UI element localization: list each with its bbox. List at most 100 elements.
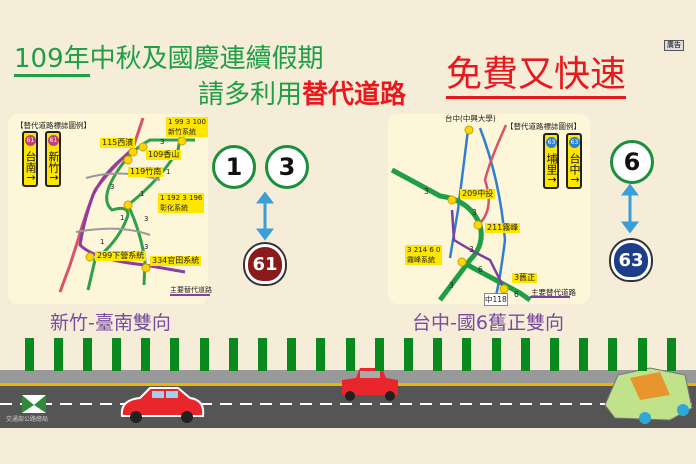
marker-3: 3 bbox=[472, 208, 477, 217]
caption-left: 新竹-臺南雙向 bbox=[50, 312, 171, 334]
fence-post bbox=[521, 338, 530, 371]
sidewalk bbox=[0, 370, 696, 383]
freeway-6-badge: 6 bbox=[610, 140, 654, 184]
route-61-icon: 61 bbox=[25, 135, 36, 146]
fence-post bbox=[229, 338, 238, 371]
caption-right: 台中-國6舊正雙向 bbox=[412, 312, 564, 334]
route-63-icon: 63 bbox=[569, 137, 580, 148]
year: 109年 bbox=[14, 44, 90, 77]
route-63-shield: 63 bbox=[611, 240, 651, 280]
label-zhong118: 中118 bbox=[484, 293, 508, 306]
red-car-middle bbox=[342, 368, 398, 401]
marker-3: 3 bbox=[469, 245, 474, 254]
marker-6: 6 bbox=[514, 290, 519, 299]
marker-1: 1 bbox=[166, 168, 171, 176]
code: 214 bbox=[413, 246, 428, 254]
fence-post bbox=[316, 338, 325, 371]
marker-1: 1 bbox=[100, 238, 105, 246]
fence-post bbox=[346, 338, 355, 371]
logo-text: 交通部公路總局 bbox=[6, 416, 49, 423]
route-63-icon: 63 bbox=[546, 137, 557, 148]
marker-3: 3 bbox=[160, 138, 165, 146]
ad-tag: 廣告 bbox=[664, 40, 684, 51]
green-car-right bbox=[604, 367, 693, 424]
sign-text: 台中↑ bbox=[568, 153, 581, 185]
code: 196 bbox=[189, 194, 203, 202]
fence-post bbox=[25, 338, 34, 371]
code: 0 bbox=[436, 246, 441, 254]
fence-post bbox=[287, 338, 296, 371]
road-3-green-right bbox=[390, 167, 484, 302]
label-211: 211霧峰 bbox=[485, 223, 521, 233]
fence-post bbox=[170, 338, 179, 371]
fence-post bbox=[404, 338, 413, 371]
code: 3 bbox=[185, 118, 191, 126]
code: 3 bbox=[182, 194, 187, 202]
marker-6: 6 bbox=[478, 265, 483, 274]
code: 3 bbox=[407, 246, 412, 254]
name: 霧峰系統 bbox=[407, 256, 435, 264]
legend-title-left: 【替代道路標誌圖例】 bbox=[16, 121, 91, 130]
label-115: 115西濱 bbox=[100, 138, 136, 148]
name: 彰化系統 bbox=[160, 204, 188, 212]
fence-post bbox=[638, 338, 647, 371]
road-63-blue bbox=[448, 129, 470, 259]
guide-sign-taichung: 63 台中↑ bbox=[566, 133, 582, 189]
guide-sign-hsinchu: 61 新竹↑ bbox=[45, 131, 61, 187]
fence-post bbox=[83, 338, 92, 371]
alt-road-text: 替代道路 bbox=[302, 80, 407, 110]
label-119: 119竹南 bbox=[128, 167, 164, 177]
fence-post bbox=[112, 338, 121, 371]
guide-sign-puli: 63 埔里↑ bbox=[543, 133, 559, 189]
label-3-jiuzheng: 3舊正 bbox=[512, 273, 538, 283]
marker-3: 3 bbox=[144, 243, 149, 251]
legend-title-right: 【替代道路標誌圖例】 bbox=[506, 122, 581, 131]
route-61-shield: 61 bbox=[245, 244, 285, 284]
sign-text: 埔里↑ bbox=[545, 153, 558, 185]
fence-post bbox=[550, 338, 559, 371]
red-car-left bbox=[120, 387, 205, 423]
code: 100 bbox=[192, 118, 206, 126]
sign-text: 台南↑ bbox=[24, 151, 37, 183]
label-299: 299下營系統 bbox=[95, 251, 147, 261]
headline-line1: 109年中秋及國慶連續假期 bbox=[14, 42, 324, 77]
sign-text: 新竹↑ bbox=[47, 151, 60, 183]
fence-post bbox=[492, 338, 501, 371]
guide-sign-tainan: 61 台南↑ bbox=[22, 131, 38, 187]
label-209: 209中投 bbox=[460, 189, 496, 199]
fence-post bbox=[433, 338, 442, 371]
logo bbox=[22, 395, 46, 413]
marker-1: 1 bbox=[140, 190, 145, 198]
fence-post bbox=[258, 338, 267, 371]
freeway-1-badge: 1 bbox=[212, 145, 256, 189]
route-61-icon: 61 bbox=[48, 135, 59, 146]
freeway-3-badge: 3 bbox=[265, 145, 309, 189]
code: 1 bbox=[160, 194, 165, 202]
code: 99 bbox=[174, 118, 184, 126]
fence-post bbox=[375, 338, 384, 371]
label-334: 334官田系統 bbox=[150, 256, 202, 266]
road-1-green bbox=[86, 138, 195, 291]
legend-line-right: 主要替代道路 bbox=[531, 288, 576, 297]
slogan: 免費又快速 bbox=[446, 54, 627, 99]
fence-post bbox=[579, 338, 588, 371]
code: 1 bbox=[168, 118, 173, 126]
legend-line-left: 主要替代道路 bbox=[170, 286, 212, 294]
holiday-title: 中秋及國慶連續假期 bbox=[89, 44, 324, 74]
label-top: 台中(中興大學) bbox=[445, 114, 496, 123]
fence-post bbox=[608, 338, 617, 371]
marker-3: 3 bbox=[110, 183, 115, 191]
code: 6 bbox=[429, 246, 434, 254]
label-hsinchu-system: 1 99 3 100 新竹系統 bbox=[166, 117, 208, 137]
fence-post bbox=[200, 338, 209, 371]
marker-3: 3 bbox=[144, 215, 149, 223]
line2-prefix: 請多利用 bbox=[198, 80, 303, 110]
code: 192 bbox=[166, 194, 181, 202]
fence-post bbox=[141, 338, 150, 371]
name: 新竹系統 bbox=[168, 128, 196, 136]
fence-post bbox=[462, 338, 471, 371]
headline-line2: 請多利用替代道路 bbox=[198, 78, 406, 112]
